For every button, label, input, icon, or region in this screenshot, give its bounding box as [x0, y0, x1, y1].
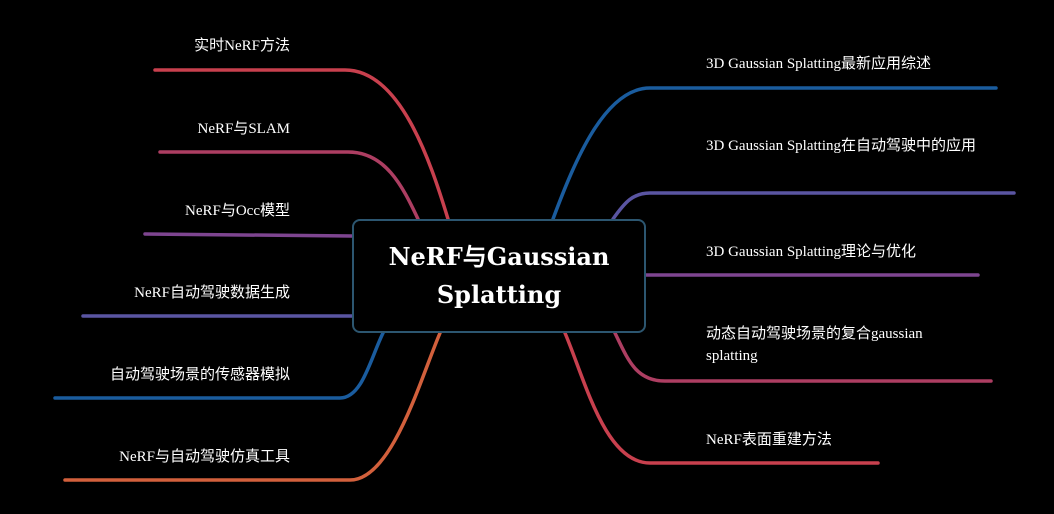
branch-line-3dgs-survey — [551, 86, 998, 221]
branch-line-realtime-nerf — [153, 68, 450, 221]
topic-nerf-occ[interactable]: NeRF与Occ模型 — [185, 203, 290, 219]
topic-sim-tools[interactable]: NeRF与自动驾驶仿真工具 — [119, 449, 290, 465]
central-topic[interactable]: NeRF与Gaussian Splatting — [352, 219, 646, 333]
central-topic-label: NeRF与Gaussian Splatting — [388, 242, 610, 309]
branch-line-surface-recon — [563, 331, 880, 465]
topic-3dgs-survey[interactable]: 3D Gaussian Splatting最新应用综述 — [706, 56, 931, 72]
branch-line-sim-tools — [63, 331, 442, 482]
topic-3dgs-autodrive[interactable]: 3D Gaussian Splatting在自动驾驶中的应用 — [706, 138, 976, 154]
topic-surface-recon[interactable]: NeRF表面重建方法 — [706, 432, 832, 448]
topic-dynamic-composite[interactable]: 动态自动驾驶场景的复合gaussian splatting — [706, 326, 923, 364]
branch-line-nerf-occ — [143, 232, 354, 238]
branch-line-dynamic-composite — [613, 331, 993, 383]
branch-line-3dgs-autodrive — [611, 191, 1016, 221]
topic-nerf-slam[interactable]: NeRF与SLAM — [197, 121, 290, 137]
topic-nerf-data-gen[interactable]: NeRF自动驾驶数据生成 — [134, 285, 290, 301]
topic-realtime-nerf[interactable]: 实时NeRF方法 — [194, 38, 290, 54]
branch-line-sensor-sim — [53, 331, 385, 400]
topic-sensor-sim[interactable]: 自动驾驶场景的传感器模拟 — [109, 367, 290, 383]
branch-line-nerf-slam — [158, 150, 420, 221]
topic-3dgs-theory[interactable]: 3D Gaussian Splatting理论与优化 — [706, 244, 916, 260]
